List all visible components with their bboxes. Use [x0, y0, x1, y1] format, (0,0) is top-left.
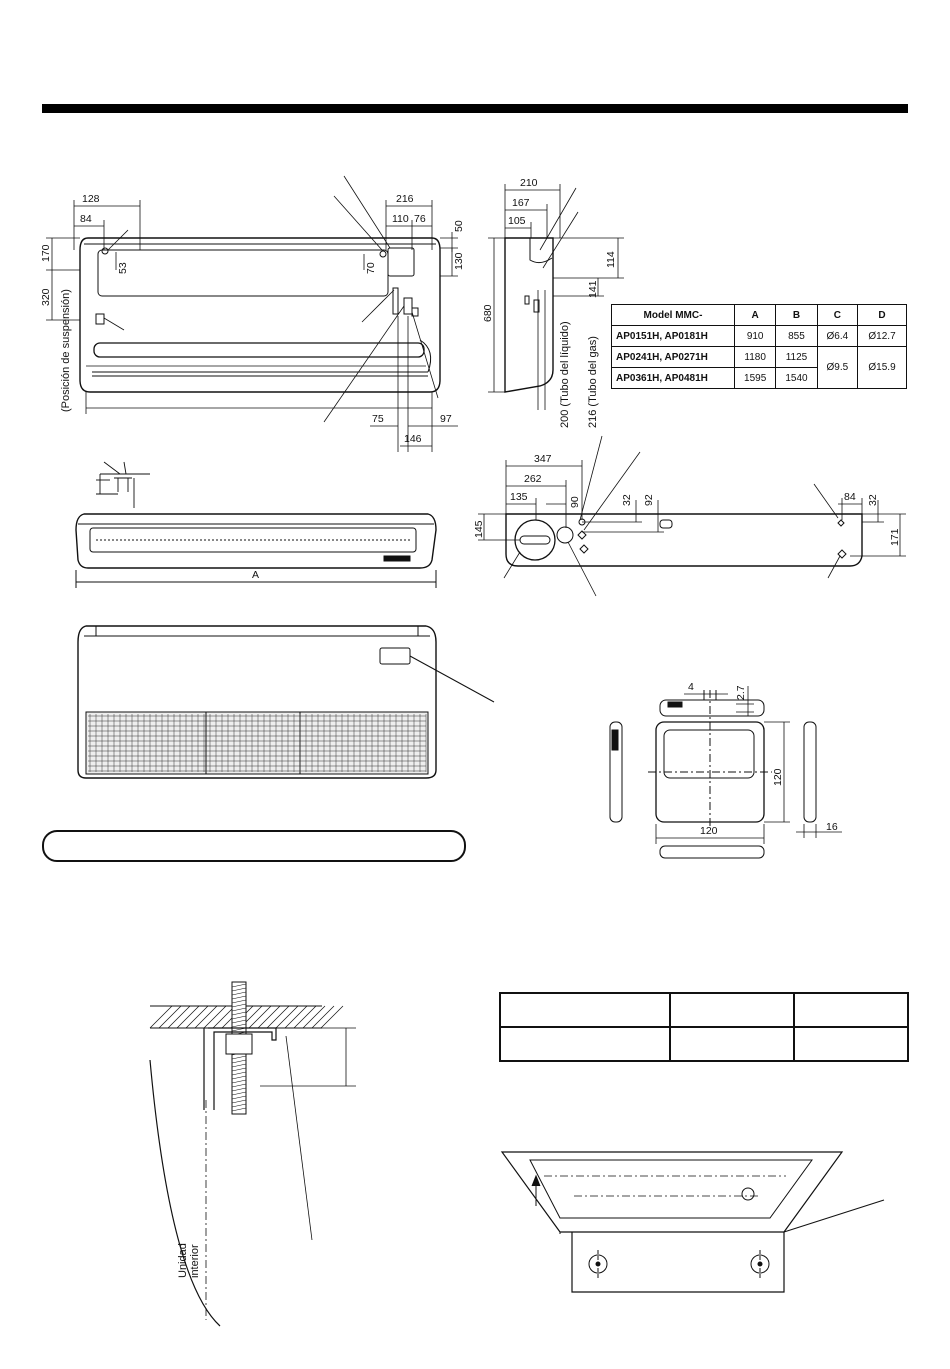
- table-cell-d: Ø15.9: [857, 346, 907, 389]
- dim-128: 128: [82, 193, 100, 205]
- dim-130: 130: [453, 252, 465, 270]
- section-heading-frame: [42, 830, 466, 862]
- dim-145: 145: [473, 520, 485, 538]
- dim-76: 76: [414, 213, 426, 225]
- dim-120-horizontal: 120: [700, 825, 718, 837]
- panel-view: [77, 625, 495, 779]
- remote-text: 4 2.7 120 120 16: [688, 681, 838, 837]
- table-cell: [793, 1026, 909, 1062]
- dim-216: 216: [396, 193, 414, 205]
- table-row: AP0241H, AP0271H 1180 1125 Ø9.5 Ø15.9: [611, 346, 907, 389]
- front-view-text: 128 84 216 110 76 50 130 170 320 53 70 7…: [40, 193, 465, 445]
- front-view-unit: [79, 237, 441, 393]
- table-cell-a: 910: [733, 325, 777, 347]
- table-cell: [669, 992, 795, 1028]
- dim-167: 167: [512, 197, 530, 209]
- dim-53: 53: [117, 262, 129, 274]
- table-cell-model: AP0361H, AP0481H: [611, 367, 735, 389]
- bolt-detail: [96, 461, 150, 508]
- hanger-label-line2: interior: [189, 1244, 201, 1278]
- dim-84b: 84: [844, 491, 856, 503]
- top-view-text: 347 262 135 90 32 92 145 84 32 171: [473, 453, 901, 546]
- dim-680: 680: [482, 304, 494, 322]
- dim-146: 146: [404, 433, 422, 445]
- dim-210: 210: [520, 177, 538, 189]
- table-row: [499, 1026, 909, 1062]
- table-cell-a: 1595: [733, 367, 777, 389]
- dim-84: 84: [80, 213, 92, 225]
- table-cell-b: 855: [775, 325, 818, 347]
- suspension-label: (Posición de suspensión): [60, 289, 72, 412]
- hanger-detail: [149, 981, 356, 1327]
- dim-105: 105: [508, 215, 526, 227]
- dim-75: 75: [372, 413, 384, 425]
- dim-a-label: A: [252, 569, 259, 581]
- model-dimension-table: Model MMC- A B C D AP0151H, AP0181H 910 …: [611, 304, 907, 389]
- table-header-model: Model MMC-: [611, 304, 735, 326]
- dim-135: 135: [510, 491, 528, 503]
- dim-262: 262: [524, 473, 542, 485]
- table-row: AP0361H, AP0481H 1595 1540: [611, 367, 907, 389]
- table-header-a: A: [733, 304, 777, 326]
- table-cell-c: Ø6.4: [816, 325, 859, 347]
- top-view-unit: [505, 513, 863, 567]
- dim-92: 92: [643, 494, 655, 506]
- remote-controller: [609, 686, 842, 859]
- dim-90: 90: [569, 496, 581, 508]
- table-cell: [499, 1026, 671, 1062]
- dim-32a: 32: [621, 494, 633, 506]
- dim-347: 347: [534, 453, 552, 465]
- dim-320: 320: [40, 288, 52, 306]
- table-cell-model: AP0151H, AP0181H: [611, 325, 735, 347]
- dim-171: 171: [889, 528, 901, 546]
- front-view-dims: [46, 175, 458, 452]
- dim-32b: 32: [867, 494, 879, 506]
- table-cell-b: 1125: [775, 346, 818, 368]
- empty-spec-table: [499, 992, 909, 1062]
- gas-pipe-label: 216 (Tubo del gas): [587, 336, 599, 428]
- table-header-c: C: [816, 304, 859, 326]
- dim-16: 16: [826, 821, 838, 833]
- dim-110: 110: [392, 213, 409, 225]
- table-cell-c: Ø9.5: [816, 346, 859, 389]
- dim-50: 50: [453, 220, 465, 232]
- dim-2-7: 2.7: [735, 685, 747, 700]
- side-view-unit: [504, 237, 554, 393]
- side-view-dims: [488, 184, 624, 410]
- ceiling-opening-detail: [500, 1151, 885, 1293]
- table-cell-d: Ø12.7: [857, 325, 907, 347]
- table-cell: [669, 1026, 795, 1062]
- dim-70: 70: [365, 262, 377, 274]
- dim-120-vertical: 120: [772, 768, 784, 786]
- bottom-front-view: [75, 513, 437, 588]
- table-cell-model: AP0241H, AP0271H: [611, 346, 735, 368]
- table-cell: [793, 992, 909, 1028]
- hanger-text: Unidad interior: [177, 1243, 201, 1278]
- table-header-b: B: [775, 304, 818, 326]
- header-rule: [42, 104, 908, 113]
- dim-114: 114: [605, 251, 617, 268]
- liquid-pipe-label: 200 (Tubo del líquido): [559, 321, 571, 428]
- table-cell-a: 1180: [733, 346, 777, 368]
- dim-97: 97: [440, 413, 452, 425]
- table-cell-b: 1540: [775, 367, 818, 389]
- dim-141: 141: [587, 280, 599, 298]
- side-view-text: 210 167 105 680 114 141 200 (Tubo del lí…: [482, 177, 617, 428]
- dim-170: 170: [40, 244, 52, 262]
- top-view-dims: [478, 435, 906, 597]
- hanger-label-line1: Unidad: [177, 1243, 189, 1278]
- table-header-d: D: [857, 304, 907, 326]
- table-row: [499, 992, 909, 1028]
- table-header-row: Model MMC- A B C D: [611, 304, 907, 326]
- table-cell: [499, 992, 671, 1028]
- table-row: AP0151H, AP0181H 910 855 Ø6.4 Ø12.7: [611, 325, 907, 347]
- dim-4: 4: [688, 681, 694, 693]
